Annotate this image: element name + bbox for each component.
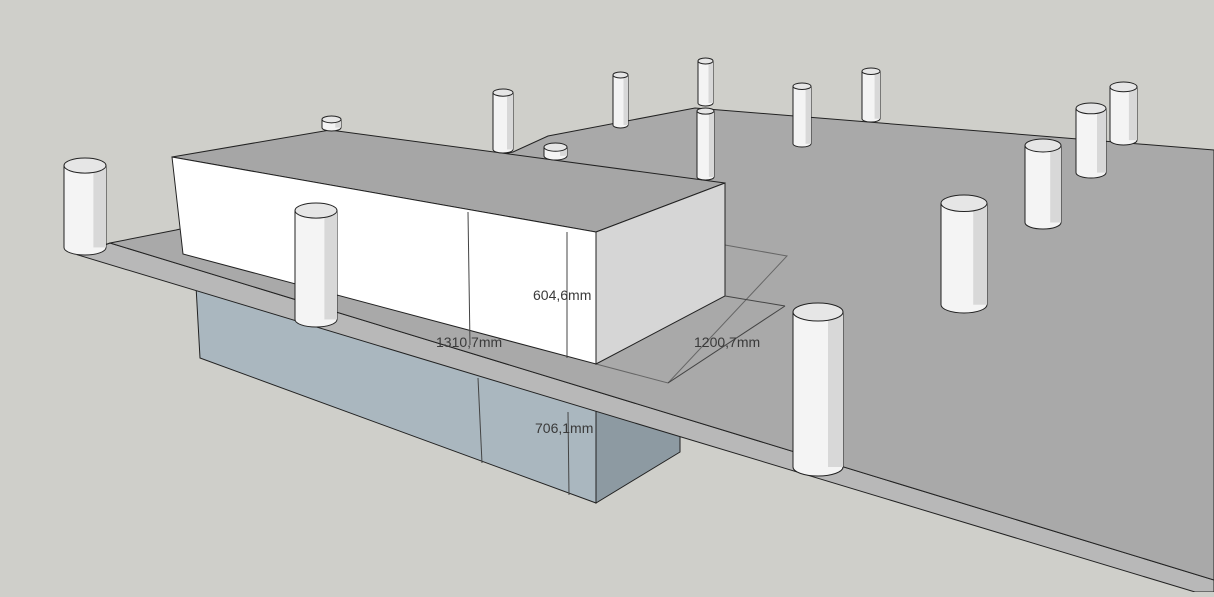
column <box>63 157 107 256</box>
dimension-label-below-slab-height: 706,1mm <box>535 420 594 436</box>
column <box>492 88 514 154</box>
column <box>861 67 881 123</box>
column <box>1024 138 1062 230</box>
dimension-label-box-depth: 1200,7mm <box>694 334 761 350</box>
dimension-lines <box>467 211 786 496</box>
column <box>294 202 338 328</box>
column <box>792 82 812 148</box>
column <box>792 302 844 477</box>
column <box>1075 102 1107 179</box>
column <box>940 194 988 314</box>
dimension-label-box-height: 604,6mm <box>533 287 592 303</box>
column <box>321 115 342 132</box>
footprint-guide <box>595 244 788 384</box>
column <box>612 71 629 129</box>
column <box>1109 81 1138 146</box>
column <box>696 107 715 181</box>
dimension-label-box-length: 1310,7mm <box>436 334 503 350</box>
column <box>543 142 568 161</box>
column <box>697 57 714 107</box>
